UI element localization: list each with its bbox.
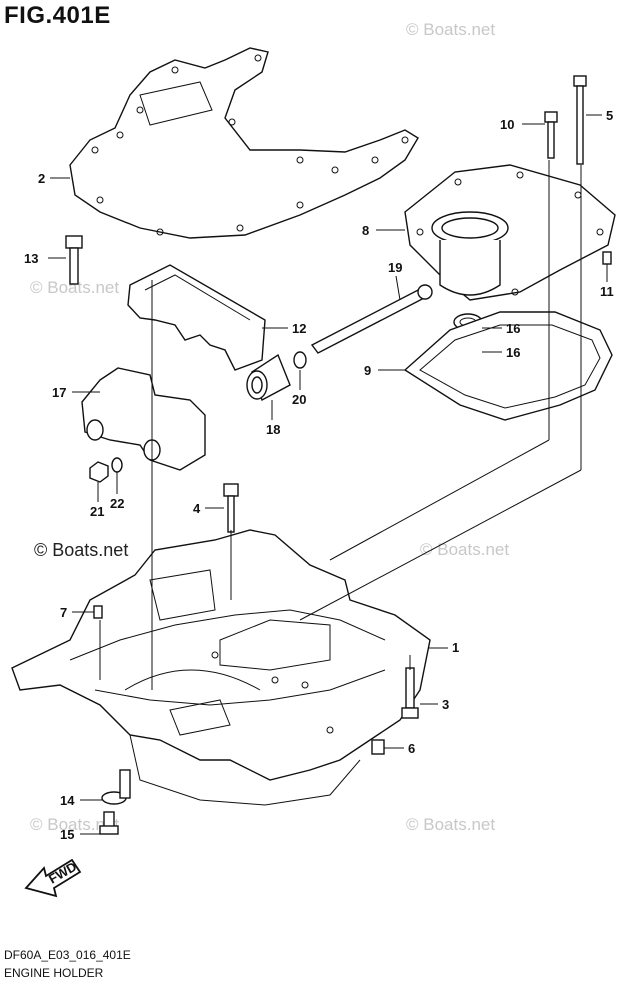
bolt-5: [573, 75, 587, 165]
dowel-pin-6: [371, 739, 385, 755]
callout-1: 1: [452, 640, 459, 655]
dowel-pin-11: [602, 251, 612, 265]
callout-5: 5: [606, 108, 613, 123]
leader-lines: [48, 114, 608, 835]
callout-18: 18: [266, 422, 280, 437]
bolt-10: [544, 111, 558, 159]
callout-9: 9: [364, 363, 371, 378]
callout-labels: 1 2 3 4 5 6 7 8 9 10 11 12 13 14 15 16 1…: [24, 108, 614, 842]
bolt-15: [99, 811, 119, 835]
housing-8: [404, 164, 616, 301]
callout-15: 15: [60, 827, 74, 842]
gasket-9-inner: [419, 324, 601, 409]
watermark: © Boats.net: [30, 278, 120, 297]
dowel-pin-7: [93, 605, 103, 619]
watermark: © Boats.net: [420, 540, 510, 559]
gasket-window: [139, 81, 213, 126]
grommet-14: [101, 769, 131, 805]
callout-14: 14: [60, 793, 75, 808]
callout-12: 12: [292, 321, 306, 336]
alignment-lines: [99, 160, 582, 690]
nut-21: [89, 461, 109, 483]
fwd-arrow-icon: FWD: [24, 858, 82, 898]
bolt-13: [65, 235, 83, 285]
callout-16b: 16: [506, 345, 520, 360]
callout-11: 11: [600, 284, 614, 299]
bracket-12: [127, 264, 266, 371]
stud-19: [310, 284, 433, 354]
watermark: © Boats.net: [406, 815, 496, 834]
callout-3: 3: [442, 697, 449, 712]
callout-4: 4: [193, 501, 201, 516]
watermark: © Boats.net: [406, 20, 496, 39]
callout-19: 19: [388, 260, 402, 275]
figure-description: ENGINE HOLDER: [4, 966, 104, 980]
engine-holder-1: [11, 529, 431, 806]
bushing-18: [246, 353, 291, 402]
washer-22: [111, 457, 123, 473]
callout-17: 17: [52, 385, 66, 400]
callout-21: 21: [90, 504, 104, 519]
figure-code: DF60A_E03_016_401E: [4, 948, 131, 962]
callout-10: 10: [500, 117, 514, 132]
gasket-top: [69, 47, 419, 239]
callout-8: 8: [362, 223, 369, 238]
washer-20: [293, 351, 307, 369]
callout-16: 16: [506, 321, 520, 336]
callout-6: 6: [408, 741, 415, 756]
callout-13: 13: [24, 251, 38, 266]
figure-title: FIG.401E: [4, 2, 111, 29]
watermark: © Boats.net: [34, 540, 129, 560]
watermark: © Boats.net: [30, 815, 120, 834]
gasket-bolt-holes: [91, 54, 409, 236]
engine-mount-17: [81, 367, 206, 471]
callout-20: 20: [292, 392, 306, 407]
bolt-4: [223, 483, 239, 533]
callout-7: 7: [60, 605, 67, 620]
callout-2: 2: [38, 171, 45, 186]
callout-22: 22: [110, 496, 124, 511]
